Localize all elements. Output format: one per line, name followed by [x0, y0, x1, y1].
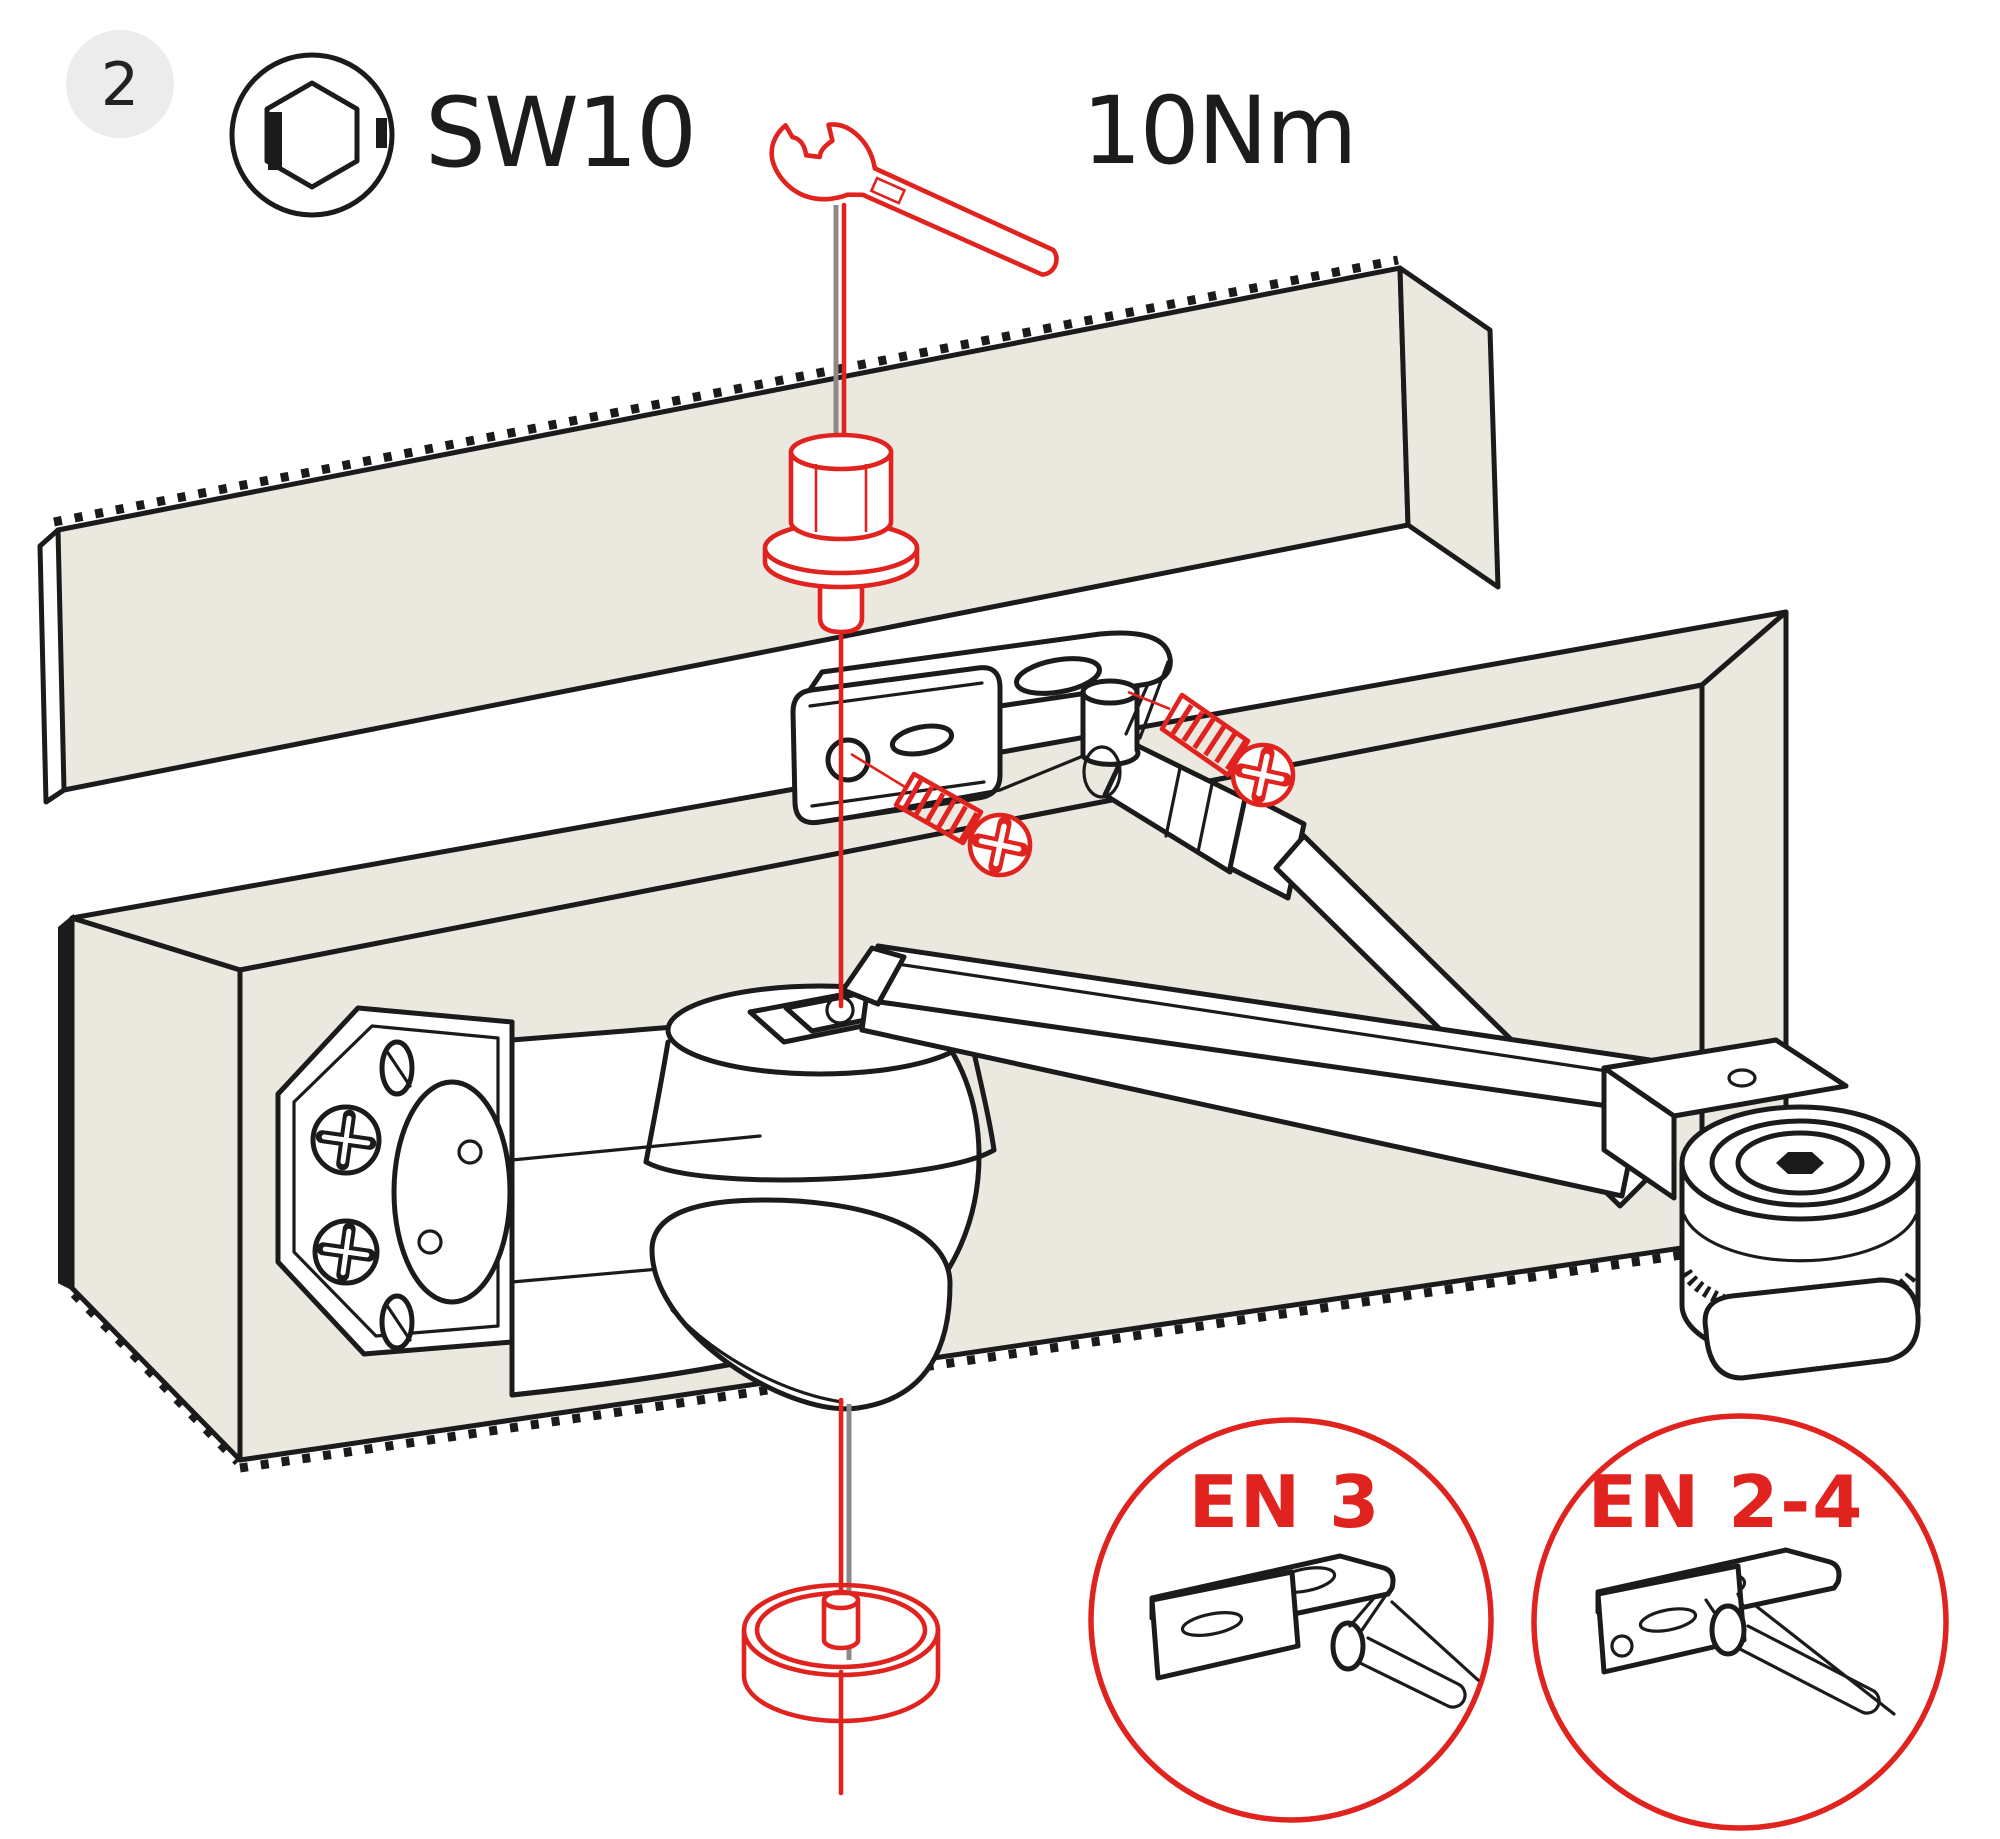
shoe-slot-hole [889, 723, 955, 757]
main-arm-pinion-link [840, 945, 907, 1007]
spindle-washer [741, 1582, 941, 1724]
en3-label: EN 3 [1189, 1460, 1382, 1544]
shoe-bottom-edge [818, 754, 1085, 824]
step-badge-circle [66, 30, 174, 138]
main-arm-edge-line [882, 960, 1642, 1078]
closer-cap-hole-2 [417, 1229, 443, 1255]
screw-2-leader-line [1127, 690, 1171, 711]
door-closer-body [275, 983, 997, 1412]
en3-shoe-drawing [1149, 1553, 1480, 1709]
en24-label: EN 2-4 [1588, 1460, 1865, 1544]
torque-spec: 10Nm [769, 77, 1358, 277]
phillips-screw-1 [850, 752, 1033, 878]
flange-bolt [762, 432, 920, 635]
en24-shoe-drawing [1595, 1547, 1896, 1716]
cap-phillips-screw-1 [310, 1104, 382, 1176]
door-cut-hatch [239, 1247, 1703, 1473]
closer-bottom-foot [649, 1197, 953, 1412]
arm-elbow-joint [1601, 1037, 1921, 1381]
hex-socket-icon [229, 52, 395, 218]
mounting-axis-line [833, 202, 852, 1796]
shoe-knuckle [1080, 660, 1170, 799]
torque-value-label: 10Nm [1082, 77, 1356, 186]
bolt-hex-facets [814, 464, 868, 532]
washer-rim-side [741, 1627, 941, 1724]
washer-outer [741, 1582, 941, 1678]
elbow-block-left [1601, 1065, 1677, 1201]
socket-jaw-mark-right [376, 118, 387, 148]
elbow-block-hole [1727, 1068, 1757, 1088]
callout-en3: EN 3 [1088, 1417, 1494, 1823]
socket-size-spec: SW10 [229, 52, 697, 218]
door-frame-beam [37, 255, 1501, 805]
washer-inner [754, 1590, 928, 1670]
screw-2-shank [1159, 692, 1251, 778]
washer-hub [821, 1597, 861, 1651]
forearm-cone [1102, 739, 1251, 875]
screw-1-phillips-cross [971, 816, 1029, 874]
frame-cut-hatch [53, 255, 1399, 527]
frame-right-end-face [1397, 265, 1501, 590]
frame-left-end-edge [37, 527, 67, 805]
closer-cap-hole-1 [457, 1139, 483, 1165]
elbow-drum [1679, 1104, 1921, 1381]
screw-1-leader-line [850, 752, 906, 789]
cap-slotted-screw-2 [379, 1293, 415, 1351]
cap-slotted-screw-1 [379, 1039, 415, 1097]
screw-2-phillips-cross [1234, 746, 1292, 804]
closer-end-cap-inner [292, 1024, 500, 1338]
open-end-wrench-icon [769, 122, 1059, 277]
phillips-screw-2 [1127, 690, 1296, 808]
door-left-back-edge [58, 913, 74, 1292]
socket-jaw-mark-left [268, 112, 282, 170]
door-left-cut-hatch [70, 1290, 242, 1466]
screw-1-shank [893, 771, 984, 846]
step-badge: 2 [66, 30, 174, 138]
callout-en24: EN 2-4 [1531, 1413, 1949, 1831]
door-left-end-face [69, 915, 243, 1463]
step-number: 2 [101, 50, 139, 120]
closer-cap-cover-ellipse [391, 1079, 513, 1305]
shoe-round-hole [825, 737, 871, 783]
shoe-front-face [790, 665, 1003, 826]
shoe-plate-slot [1014, 656, 1102, 696]
elbow-foot [1702, 1277, 1921, 1381]
cap-phillips-screw-2 [312, 1218, 380, 1286]
arm-shoe-bracket [790, 630, 1173, 826]
bolt-hex-top [788, 432, 894, 472]
closer-body-line-1 [510, 1134, 762, 1162]
elbow-hex-socket [1776, 1152, 1824, 1174]
socket-size-label: SW10 [425, 77, 695, 189]
